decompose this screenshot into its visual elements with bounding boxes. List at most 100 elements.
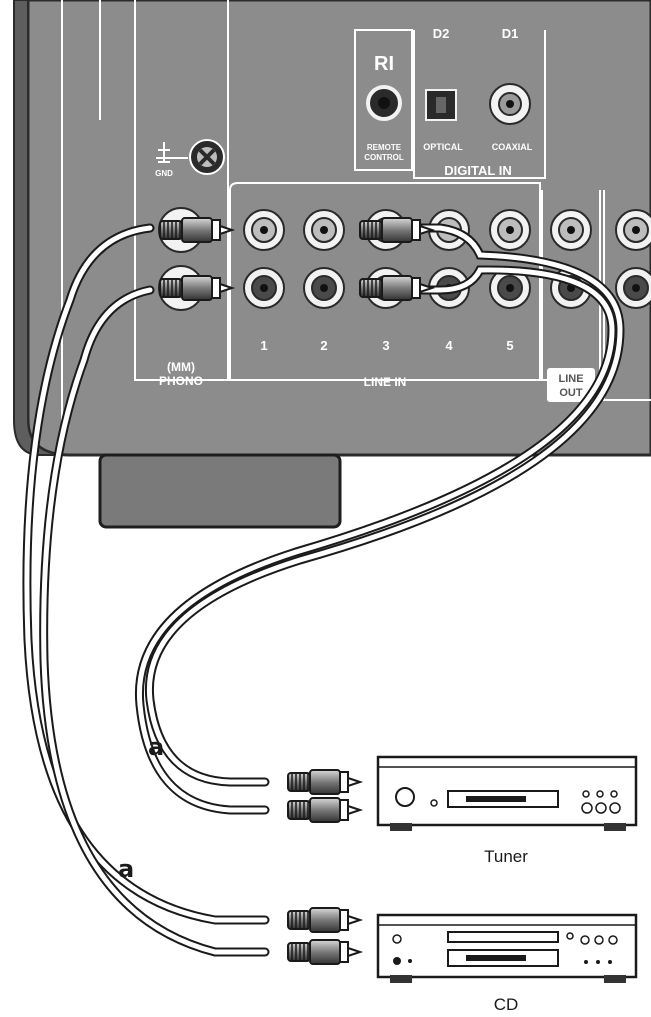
- cable-core: [146, 225, 623, 785]
- jack-pin: [320, 284, 328, 292]
- phono-frame: [134, 0, 229, 381]
- jack-pin: [260, 284, 268, 292]
- phono-plug-top: [159, 217, 236, 243]
- rca-jack-top-1: [243, 209, 285, 251]
- tuner-cable-bottom: [134, 265, 617, 815]
- jack-pin: [506, 284, 514, 292]
- cd-cable-bottom: [39, 285, 270, 957]
- jack-pin: [320, 226, 328, 234]
- plug-collar: [339, 941, 349, 963]
- coaxial-label: COAXIAL: [492, 142, 533, 152]
- tuner-cable-top: [144, 223, 625, 787]
- rca-jack-bottom-7: [615, 267, 651, 309]
- cable-labels: a a: [118, 733, 164, 883]
- line-out-label-line2: OUT: [559, 387, 583, 399]
- line-in-3-plug-bottom: [359, 275, 436, 301]
- plug-body: [309, 907, 341, 933]
- next-frame: [603, 190, 651, 401]
- plug-tip: [347, 946, 364, 958]
- remote-control-jack: [366, 85, 402, 121]
- cd-label: CD: [494, 995, 519, 1014]
- line-in-label: LINE IN: [364, 375, 407, 389]
- rca-plugs: [159, 217, 436, 965]
- jack-number-3: 3: [382, 338, 389, 353]
- cable-label-a-cd: a: [118, 855, 134, 883]
- jack-number-1: 1: [260, 338, 267, 353]
- plug-body: [381, 275, 413, 301]
- phono-plug-bottom: [159, 275, 236, 301]
- receiver-foot: [98, 453, 342, 529]
- phono-label: PHONO: [159, 374, 203, 388]
- plug-collar: [211, 219, 221, 241]
- cd-cable-top: [22, 223, 270, 925]
- cable-core: [41, 287, 268, 955]
- coaxial-jack: [489, 83, 531, 125]
- jack-number-5: 5: [506, 338, 513, 353]
- plug-body: [309, 769, 341, 795]
- plug-tip: [219, 224, 236, 236]
- rca-jack-top-7: [615, 209, 651, 251]
- digital-frame: [413, 30, 546, 179]
- ri-symbol: RI: [374, 53, 394, 75]
- mm-label: (MM): [167, 360, 195, 374]
- d2-label: D2: [433, 26, 450, 41]
- cd-plug-bottom: [287, 939, 364, 965]
- plug-body: [181, 275, 213, 301]
- digital-in-label: DIGITAL IN: [444, 163, 511, 178]
- plug-collar: [339, 799, 349, 821]
- remote-frame: [354, 29, 413, 171]
- optical-label: OPTICAL: [423, 142, 463, 152]
- remote-label-line2: CONTROL: [364, 153, 404, 162]
- rca-jack-top-6: [550, 209, 592, 251]
- plug-body: [381, 217, 413, 243]
- cd-player-device: [376, 913, 638, 983]
- plug-collar: [411, 219, 421, 241]
- gnd-label: GND: [155, 169, 173, 178]
- cables: [22, 223, 625, 957]
- plug-collar: [339, 771, 349, 793]
- cable-core: [136, 267, 615, 813]
- rca-jack-top-5: [489, 209, 531, 251]
- jack-pin: [506, 226, 514, 234]
- plug-tip: [347, 914, 364, 926]
- jack-pin: [567, 226, 575, 234]
- tuner-plug-bottom: [287, 797, 364, 823]
- plug-body: [309, 797, 341, 823]
- plug-collar: [411, 277, 421, 299]
- jack-pin: [632, 226, 640, 234]
- plug-tip: [419, 224, 436, 236]
- plug-tip: [347, 804, 364, 816]
- tuner-label: Tuner: [484, 847, 528, 866]
- jack-pin: [632, 284, 640, 292]
- cable-core: [24, 225, 268, 923]
- cable-label-a-tuner: a: [148, 733, 164, 761]
- plug-tip: [419, 282, 436, 294]
- line-in-frame: [229, 182, 541, 381]
- panel-labels: RI REMOTE CONTROL D2 D1 OPTICAL COAXIAL …: [155, 26, 595, 402]
- cd-plug-top: [287, 907, 364, 933]
- line-out-badge: [547, 368, 595, 402]
- rca-jack-bottom-1: [243, 267, 285, 309]
- jack-number-2: 2: [320, 338, 327, 353]
- jack-number-4: 4: [445, 338, 453, 353]
- plug-body: [309, 939, 341, 965]
- line-in-3-plug-top: [359, 217, 436, 243]
- gnd-terminal: [156, 139, 225, 175]
- rca-jack-bottom-2: [303, 267, 345, 309]
- plug-collar: [211, 277, 221, 299]
- line-out-label-line1: LINE: [558, 373, 583, 385]
- rca-jack-top-2: [303, 209, 345, 251]
- jack-pin: [260, 226, 268, 234]
- d1-label: D1: [502, 26, 519, 41]
- plug-tip: [347, 776, 364, 788]
- plug-collar: [339, 909, 349, 931]
- plug-tip: [219, 282, 236, 294]
- remote-label-line1: REMOTE: [367, 143, 402, 152]
- tuner-plug-top: [287, 769, 364, 795]
- rca-jack-bottom-5: [489, 267, 531, 309]
- plug-body: [181, 217, 213, 243]
- tuner-device: [376, 755, 638, 831]
- optical-jack: [425, 89, 457, 121]
